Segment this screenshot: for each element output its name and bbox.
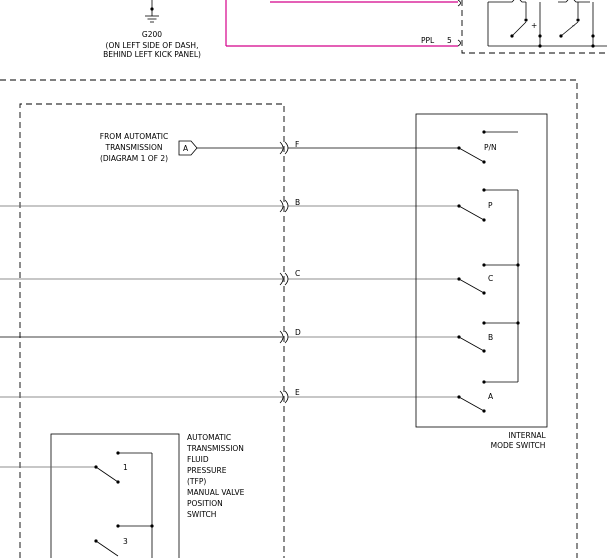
svg-text:PRESSURE: PRESSURE: [187, 466, 227, 475]
svg-text:FLUID: FLUID: [187, 455, 209, 464]
position-label-c: C: [488, 274, 493, 283]
plus-sign: +: [531, 21, 537, 30]
tfp-switch-label: AUTOMATIC TRANSMISSION FLUID PRESSURE (T…: [186, 433, 245, 519]
ground-symbol: [145, 0, 159, 23]
svg-text:SWITCH: SWITCH: [187, 510, 216, 519]
source-label-2: TRANSMISSION: [105, 143, 163, 152]
tfp-switch-box: [50, 433, 180, 558]
svg-text:MANUAL VALVE: MANUAL VALVE: [187, 488, 245, 497]
tfp-position-1: 1: [123, 463, 128, 472]
ground-location-note-2: BEHIND LEFT KICK PANEL): [103, 50, 201, 59]
outer-module-boundary: [0, 79, 578, 558]
wire-color-ppl: PPL: [421, 36, 435, 45]
position-label-p: P: [488, 201, 493, 210]
pin-label-f: F: [295, 140, 299, 149]
position-label-pn: P/N: [484, 143, 497, 152]
tfp-position-3: 3: [123, 537, 128, 546]
pin-label-d: D: [295, 328, 301, 337]
svg-text:POSITION: POSITION: [187, 499, 223, 508]
pin-label-e: E: [295, 388, 300, 397]
position-label-b: B: [488, 333, 493, 342]
ground-id: G200: [142, 30, 162, 39]
svg-text:(TFP): (TFP): [187, 477, 206, 486]
pink-circuit: [225, 0, 458, 47]
position-label-a: A: [488, 392, 494, 401]
minus-sign: -: [572, 21, 575, 30]
internal-switch-label-2: MODE SWITCH: [491, 441, 546, 450]
pin-label-b: B: [295, 198, 300, 207]
internal-switch-contacts: [457, 130, 520, 413]
source-label-3: (DIAGRAM 1 OF 2): [100, 154, 168, 163]
source-label-1: FROM AUTOMATIC: [100, 132, 168, 141]
svg-text:TRANSMISSION: TRANSMISSION: [186, 444, 244, 453]
pin-label-c: C: [295, 269, 300, 278]
source-arrow-connector: [178, 140, 198, 156]
ground-location-note-1: (ON LEFT SIDE OF DASH,: [106, 41, 199, 50]
signal-wires: [0, 147, 459, 398]
internal-mode-switch-box: [415, 113, 548, 428]
inner-module-boundary: [19, 103, 285, 558]
connector-symbols: [279, 141, 289, 404]
top-right-module: [457, 0, 607, 54]
tfp-switch-contacts: [0, 451, 154, 558]
internal-switch-label-1: INTERNAL: [508, 431, 546, 440]
source-pin-label: A: [183, 144, 189, 153]
svg-text:AUTOMATIC: AUTOMATIC: [187, 433, 231, 442]
connector-pin-5: 5: [447, 36, 452, 45]
